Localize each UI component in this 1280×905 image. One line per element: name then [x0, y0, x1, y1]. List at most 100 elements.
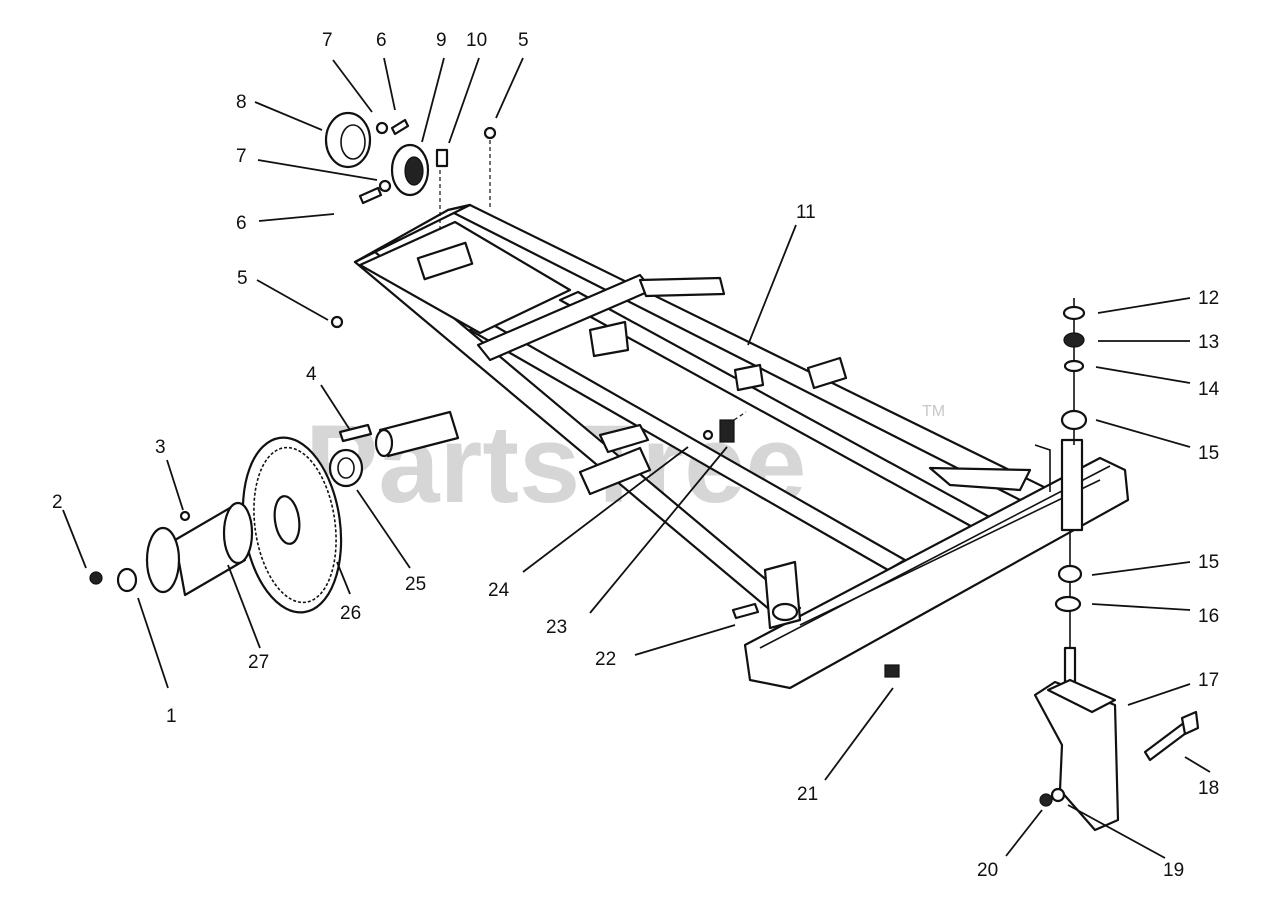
leader-26: [336, 561, 351, 595]
leader-25: [356, 489, 411, 569]
leader-4: [320, 384, 351, 431]
bearing-13: [1063, 332, 1085, 348]
callout-22: 22: [595, 649, 616, 670]
left-hub-assembly: [89, 423, 373, 614]
leader-18: [1184, 756, 1211, 773]
leader-7a: [332, 59, 373, 113]
leader-lines: [62, 57, 1211, 859]
bolt-4: [338, 423, 373, 443]
rear-bumper: [743, 438, 1130, 690]
caster-fork-top: [1046, 678, 1117, 714]
leader-2: [62, 509, 87, 569]
callout-15: 15: [1198, 443, 1219, 464]
callout-13: 13: [1198, 332, 1219, 353]
callout-26: 26: [340, 603, 361, 624]
frame-bracket-mid: [598, 423, 650, 454]
frame-assembly: [353, 203, 1052, 622]
callout-23: 23: [546, 617, 567, 638]
frame-bracket-right: [733, 363, 765, 392]
pulley-assembly: [324, 111, 497, 329]
leader-8: [254, 101, 323, 131]
nut-5-lower: [330, 315, 344, 329]
bearing-25-bore: [337, 457, 355, 479]
callout-9: 9: [436, 30, 447, 51]
leader-24: [522, 446, 689, 573]
leader-15b: [1091, 561, 1191, 576]
bearing-15-lower: [1057, 564, 1083, 584]
leader-14: [1095, 366, 1191, 384]
bumper-body: [743, 456, 1130, 690]
leader-3: [166, 459, 184, 511]
callout-labels: 7 6 9 10 5 8 7 6 5 11 12 13 14 15 15 16 …: [52, 30, 1220, 881]
washer-16: [1054, 595, 1082, 613]
callout-6: 6: [236, 213, 247, 234]
callout-6: 6: [376, 30, 387, 51]
spring-23: [719, 419, 735, 443]
sprocket-26-center: [273, 495, 301, 545]
frame-front-cross: [353, 203, 472, 264]
sprocket-26-teeth: [253, 446, 337, 604]
leader-23: [589, 446, 728, 614]
washer-19: [1050, 787, 1066, 803]
callout-7: 7: [322, 30, 333, 51]
callout-16: 16: [1198, 606, 1219, 627]
nut-5-top: [483, 126, 497, 140]
callout-20: 20: [977, 860, 998, 881]
bearing-15-upper: [1060, 409, 1088, 431]
mid-hardware: [702, 411, 900, 678]
nut-20: [1039, 793, 1053, 807]
callout-24: 24: [488, 580, 510, 601]
callout-10: 10: [466, 30, 487, 51]
spacer-10: [435, 148, 449, 168]
washer-14: [1063, 359, 1085, 373]
callout-7: 7: [236, 146, 247, 167]
callout-18: 18: [1198, 778, 1219, 799]
bumper-hook: [1034, 444, 1051, 492]
nut-21: [884, 664, 900, 678]
callout-4: 4: [306, 364, 317, 385]
bolt-6-lower: [358, 186, 383, 205]
leader-20: [1005, 809, 1043, 857]
callout-15: 15: [1198, 552, 1219, 573]
leader-6b: [258, 213, 335, 222]
callout-1: 1: [166, 706, 177, 727]
axle-stub-upper: [638, 276, 726, 298]
leader-6a: [383, 57, 396, 111]
idler-pulley-8: [324, 111, 372, 169]
leader-16: [1091, 603, 1191, 611]
frame-mount-plate: [358, 220, 572, 335]
leader-1: [137, 597, 169, 689]
bumper-inner-line: [799, 479, 1101, 626]
trademark-mark: TM: [922, 403, 945, 420]
caster-stack: [1033, 298, 1200, 832]
frame-cross-tube-mid: [578, 446, 652, 496]
left-axle-end: [374, 428, 394, 458]
hub-3-stud: [179, 510, 191, 522]
washer-12: [1062, 305, 1086, 321]
callout-17: 17: [1198, 670, 1219, 691]
leader-10: [448, 57, 480, 144]
callout-19: 19: [1163, 860, 1184, 881]
bolt-22: [731, 602, 760, 620]
frame-bracket-upper: [588, 320, 630, 358]
washer-24: [702, 429, 714, 441]
leader-5b: [256, 279, 329, 321]
cap-1: [116, 567, 138, 593]
callout-8: 8: [236, 92, 247, 113]
callout-3: 3: [155, 437, 166, 458]
caster-post: [1060, 438, 1084, 532]
leader-21: [824, 687, 894, 781]
callout-14: 14: [1198, 379, 1220, 400]
hub-27-flange: [222, 501, 254, 565]
callout-2: 2: [52, 492, 63, 513]
callout-5: 5: [518, 30, 529, 51]
idler-pulley-8-groove: [340, 124, 366, 160]
frame-rear-brace: [928, 466, 1032, 492]
bumper-bracket-cap: [771, 602, 799, 622]
leader-11: [747, 224, 797, 346]
bolt-18-head: [1180, 710, 1200, 736]
leader-9: [421, 57, 445, 143]
frame-plate-slot: [416, 241, 474, 281]
